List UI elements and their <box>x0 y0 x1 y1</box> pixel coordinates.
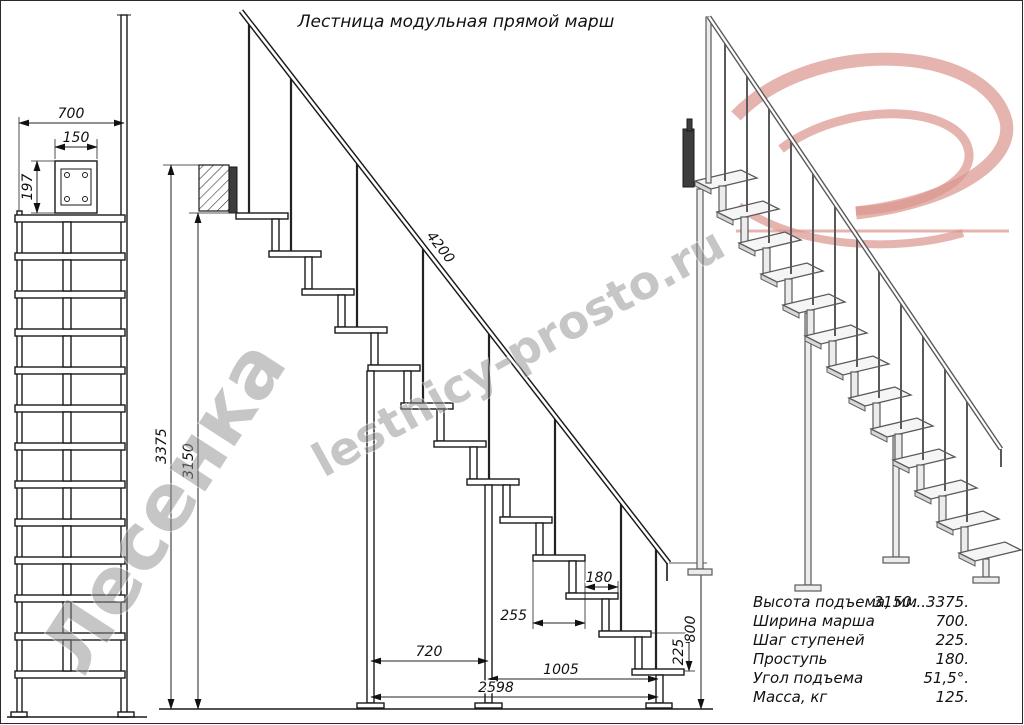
wall-mount-hatch <box>198 164 230 212</box>
dim-post-spacing: 720 <box>416 644 443 660</box>
dim-rail-end-height: 800 <box>683 616 699 643</box>
front-dimensions: 700 150 197 <box>18 105 125 214</box>
perspective-wall-plate <box>682 128 695 188</box>
wall-mount-plate <box>228 166 238 214</box>
dim-rail-length: 4200 <box>423 229 458 267</box>
side-view-handrail <box>238 9 672 581</box>
watermark-site: lestnicy-prosto.ru <box>303 216 734 487</box>
front-view: 700 150 197 <box>7 14 147 718</box>
spec-row: Проступь 180. <box>753 650 969 668</box>
dim-plate-height: 197 <box>20 174 36 201</box>
brand-logo-swoosh <box>731 52 1014 249</box>
spec-row-value: 700. <box>936 612 969 630</box>
front-left-stringer <box>16 210 23 718</box>
spec-row: Шаг ступеней 225. <box>753 631 969 649</box>
spec-row-value: 125. <box>936 688 969 706</box>
dim-front-width: 700 <box>58 106 85 122</box>
page-title: Лестница модульная прямой марш <box>297 12 615 32</box>
perspective-steps <box>694 169 1022 567</box>
side-view-supports <box>356 370 673 709</box>
spec-row: Высота подъема, мм 3150...3375. <box>753 593 969 611</box>
spec-row-value: 3150...3375. <box>874 593 969 611</box>
spec-row-label: Масса, кг <box>753 688 827 706</box>
spec-row-label: Проступь <box>753 650 828 668</box>
spec-row-label: Угол подъема <box>753 669 863 687</box>
spec-row-label: Ширина марша <box>753 612 875 630</box>
front-spine-modules <box>62 221 72 672</box>
dim-total-span: 2598 <box>478 680 514 696</box>
dim-total-height: 3375 <box>154 428 170 464</box>
spec-row-value: 180. <box>936 650 969 668</box>
dim-plate-width: 150 <box>63 130 90 146</box>
front-treads <box>14 214 126 679</box>
perspective-view <box>682 15 1022 592</box>
dim-end-spacing: 1005 <box>543 662 579 678</box>
dim-riser: 225 <box>671 639 687 666</box>
spec-row: Угол подъема 51,5°. <box>753 669 969 687</box>
spec-row: Ширина марша 700. <box>753 612 969 630</box>
watermarks: lestnicy-prosto.ru Лесенка <box>23 215 735 690</box>
perspective-handrail <box>705 15 1004 467</box>
spec-row-value: 225. <box>936 631 969 649</box>
perspective-balusters <box>724 41 968 522</box>
dim-rail-height: 3150 <box>181 443 197 479</box>
spec-row-label: Высота подъема, мм <box>753 593 917 611</box>
dim-tread-depth: 255 <box>500 608 527 624</box>
dim-going: 180 <box>586 570 613 586</box>
front-wall-plate <box>54 160 98 214</box>
spec-row-value: 51,5°. <box>923 669 969 687</box>
spec-row: Масса, кг 125. <box>753 688 969 706</box>
spec-table: Высота подъема, мм 3150...3375. Ширина м… <box>753 593 969 706</box>
side-view-balusters <box>247 21 658 669</box>
spec-row-label: Шаг ступеней <box>753 631 865 649</box>
